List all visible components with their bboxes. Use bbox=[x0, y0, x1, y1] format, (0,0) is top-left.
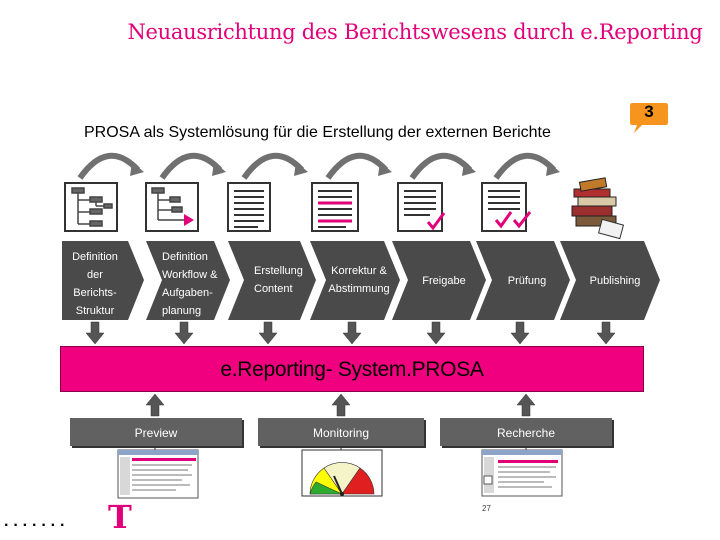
subtitle: PROSA als Systemlösung für die Erstellun… bbox=[84, 124, 551, 141]
step-label-pruefung: Prüfung bbox=[507, 275, 547, 287]
books-icon bbox=[571, 177, 625, 240]
down-arrow-3 bbox=[258, 321, 278, 345]
page-title: Neuausrichtung des Berichtswesens durch … bbox=[127, 20, 703, 44]
up-arrow-monitoring bbox=[331, 393, 351, 417]
down-arrow-6 bbox=[510, 321, 530, 345]
up-arrow-recherche bbox=[516, 393, 536, 417]
logo-dots: ······· bbox=[4, 517, 70, 534]
document-double-check-icon bbox=[481, 182, 532, 232]
structure-tree-icon bbox=[64, 182, 118, 232]
step-label-publishing: Publishing bbox=[589, 275, 641, 287]
chevron-1 bbox=[62, 241, 144, 320]
transition-arrow-6 bbox=[493, 152, 557, 180]
transition-arrow-3 bbox=[241, 152, 305, 180]
process-chevrons bbox=[62, 241, 660, 320]
page-badge: 3 bbox=[628, 100, 670, 134]
down-arrow-5 bbox=[426, 321, 446, 345]
monitoring-box: Monitoring bbox=[258, 418, 424, 446]
down-arrows bbox=[85, 321, 616, 345]
chevron-7 bbox=[560, 241, 660, 320]
transition-arrow-4 bbox=[325, 152, 389, 180]
transition-arrows bbox=[77, 152, 557, 180]
preview-thumbnail bbox=[117, 449, 199, 499]
transition-arrow-1 bbox=[77, 152, 141, 180]
system-box: e.Reporting- System.PROSA bbox=[60, 346, 644, 392]
down-arrow-4 bbox=[342, 321, 362, 345]
chevron-4 bbox=[310, 241, 400, 320]
up-arrow-preview bbox=[145, 393, 165, 417]
chevron-3 bbox=[228, 241, 316, 320]
workflow-tree-icon bbox=[145, 182, 199, 232]
transition-arrow-2 bbox=[159, 152, 223, 180]
down-arrow-2 bbox=[174, 321, 194, 345]
up-arrows bbox=[145, 393, 536, 417]
preview-box: Preview bbox=[70, 418, 242, 446]
speech-bubble-icon bbox=[630, 103, 668, 133]
chevron-6 bbox=[476, 241, 570, 320]
badge-number: 3 bbox=[644, 102, 654, 121]
down-arrow-7 bbox=[596, 321, 616, 345]
document-check-icon bbox=[397, 182, 446, 232]
down-arrow-1 bbox=[85, 321, 105, 345]
system-label: e.Reporting- System.PROSA bbox=[220, 358, 484, 381]
recherche-thumbnail bbox=[481, 449, 563, 497]
document-highlighted-icon bbox=[311, 182, 359, 232]
monitoring-gauge-icon bbox=[301, 449, 383, 497]
chevron-5 bbox=[392, 241, 486, 320]
document-icon bbox=[227, 182, 271, 232]
page-number: 27 bbox=[482, 504, 491, 513]
recherche-box: Recherche bbox=[440, 418, 612, 446]
step-label-korrektur: Korrektur &Abstimmung bbox=[328, 265, 390, 295]
transition-arrow-5 bbox=[409, 152, 473, 180]
chevron-2 bbox=[146, 241, 230, 320]
telekom-logo: T bbox=[108, 498, 132, 536]
step-label-freigabe: Freigabe bbox=[422, 275, 466, 287]
